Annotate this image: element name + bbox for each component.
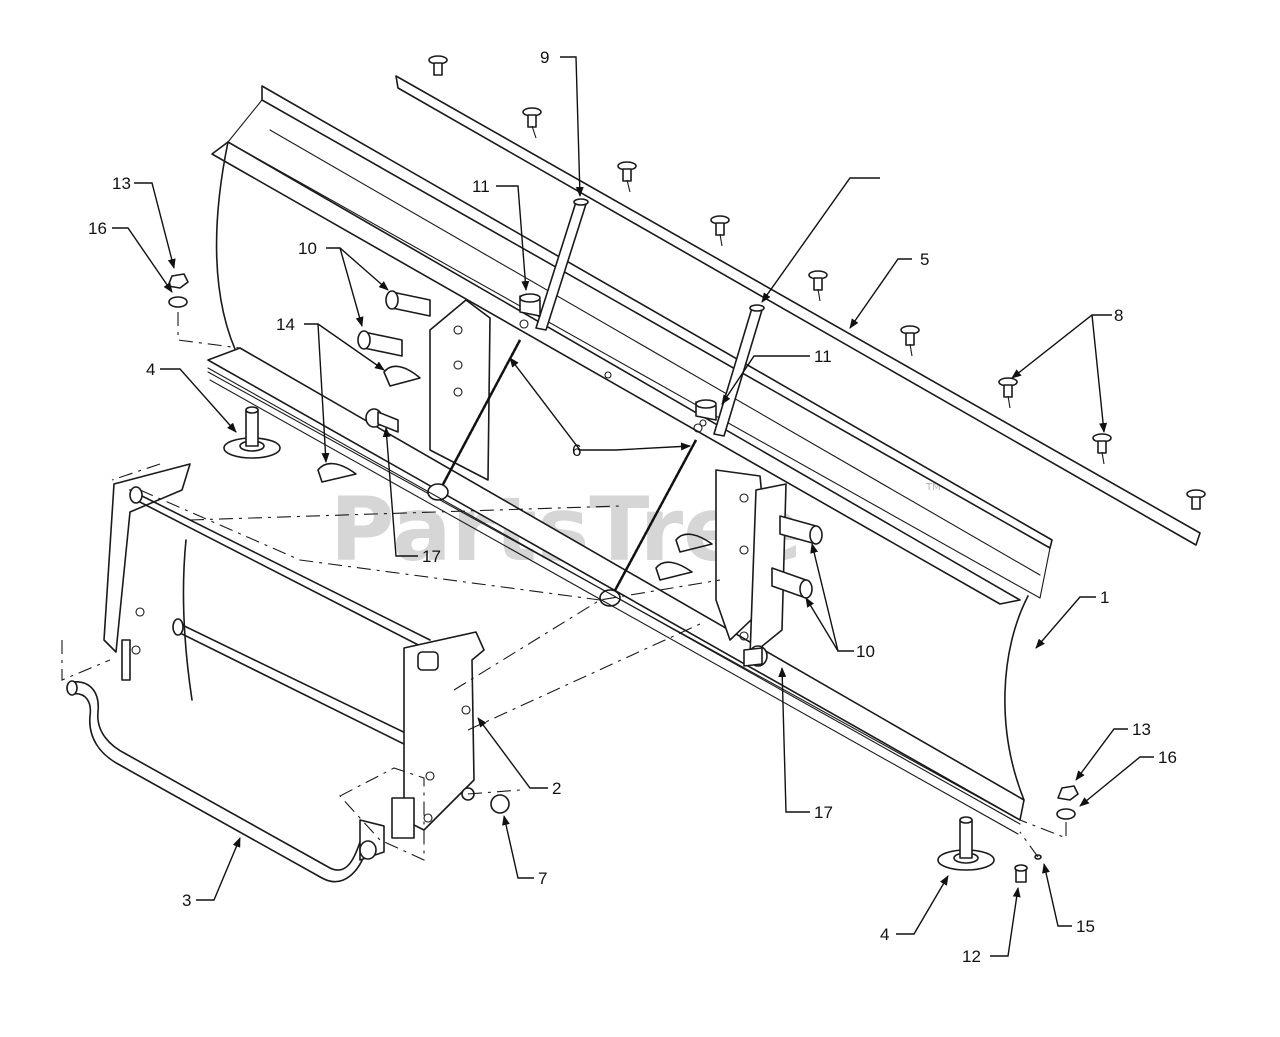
- callout-13: 13: [112, 174, 131, 193]
- hairpin-clips-part-14: [317, 365, 713, 581]
- callout-16: 16: [88, 219, 107, 238]
- callout-6: 6: [572, 441, 581, 460]
- clevis-pins-part-10: [357, 290, 823, 599]
- callout-8: 8: [1114, 306, 1123, 325]
- callout-13: 13: [1132, 720, 1151, 739]
- callout-14: 14: [276, 315, 295, 334]
- callout-10: 10: [856, 642, 875, 661]
- blade-part-1: [207, 85, 1053, 821]
- callout-4: 4: [880, 925, 889, 944]
- push-frame-part-3: [66, 680, 385, 883]
- wear-strip-part-5: [395, 75, 1201, 546]
- carriage-bolts-part-8: [428, 55, 1206, 510]
- callout-4: 4: [146, 360, 155, 379]
- callout-12: 12: [962, 947, 981, 966]
- callout-17: 17: [422, 547, 441, 566]
- callout-3: 3: [182, 891, 191, 910]
- bushings-part-11: [519, 293, 717, 433]
- hardware-nuts-washers: [167, 273, 1079, 883]
- callout-11: 11: [472, 177, 490, 196]
- watermark-trademark: TM: [925, 482, 941, 493]
- callout-7: 7: [538, 869, 547, 888]
- pivot-tube: [207, 367, 1021, 835]
- callout-11: 11: [814, 347, 832, 366]
- callout-labels: 9 11 11 13 16 10 14 4 5 8 6 17 1 10 2 17…: [88, 48, 1177, 966]
- callout-9: 9: [540, 48, 549, 67]
- pivot-plates-blade: [429, 299, 787, 657]
- skid-shoes-part-4: [223, 406, 995, 871]
- callout-1: 1: [1100, 588, 1109, 607]
- shoulder-bolts-part-17: [365, 408, 768, 667]
- assembly-centerlines: [61, 312, 1067, 861]
- callout-17: 17: [814, 803, 833, 822]
- callout-10: 10: [298, 239, 317, 258]
- callout-15: 15: [1076, 917, 1095, 936]
- callout-16: 16: [1158, 748, 1177, 767]
- callout-leaders: [112, 56, 1154, 957]
- callout-2: 2: [552, 779, 561, 798]
- callout-5: 5: [920, 250, 929, 269]
